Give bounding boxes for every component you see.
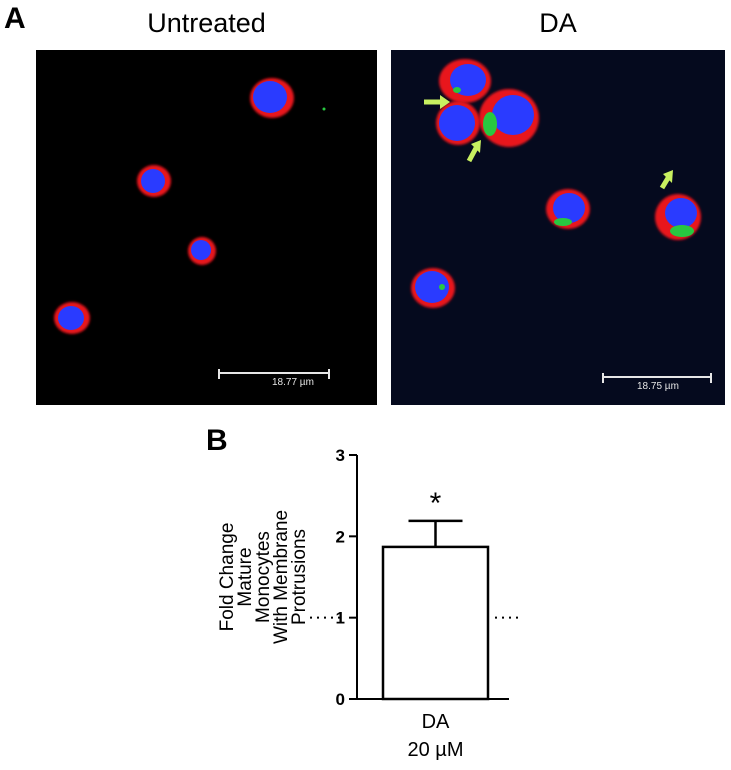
scale-bar	[218, 369, 330, 384]
cell	[439, 59, 491, 103]
panel-b-letter: B	[206, 424, 228, 457]
y-tick-label: 2	[336, 527, 345, 546]
scale-bar	[602, 373, 712, 388]
y-tick-label: 3	[336, 446, 345, 465]
scale-bar-label: 18.75 µm	[637, 381, 679, 392]
da-title: DA	[539, 8, 577, 38]
x-category-label: DA	[422, 711, 450, 733]
y-tick-label: 1	[336, 609, 345, 628]
cell	[188, 237, 216, 265]
cell	[655, 194, 701, 240]
y-tick-label: 0	[336, 690, 345, 709]
untreated-title: Untreated	[147, 8, 266, 38]
panel-a-letter: A	[4, 2, 26, 35]
bar	[381, 545, 490, 701]
untreated-micrograph: 18.77 µm	[36, 50, 377, 405]
bar-chart: 0 1 2 3 * DA 20 µM	[310, 446, 520, 761]
da-micrograph: 18.75 µm	[391, 50, 725, 405]
cell	[479, 89, 539, 147]
x-category-label: 20 µM	[408, 739, 464, 761]
cell	[546, 189, 590, 229]
significance-star: *	[430, 487, 442, 520]
cell	[137, 165, 171, 197]
cell	[436, 101, 480, 145]
cell	[411, 268, 455, 308]
arrow-marker	[424, 95, 450, 109]
arrow-marker	[659, 170, 673, 190]
cell	[250, 78, 294, 118]
cell	[54, 302, 90, 334]
arrow-marker	[466, 140, 481, 163]
scale-bar-label: 18.77 µm	[272, 377, 314, 388]
